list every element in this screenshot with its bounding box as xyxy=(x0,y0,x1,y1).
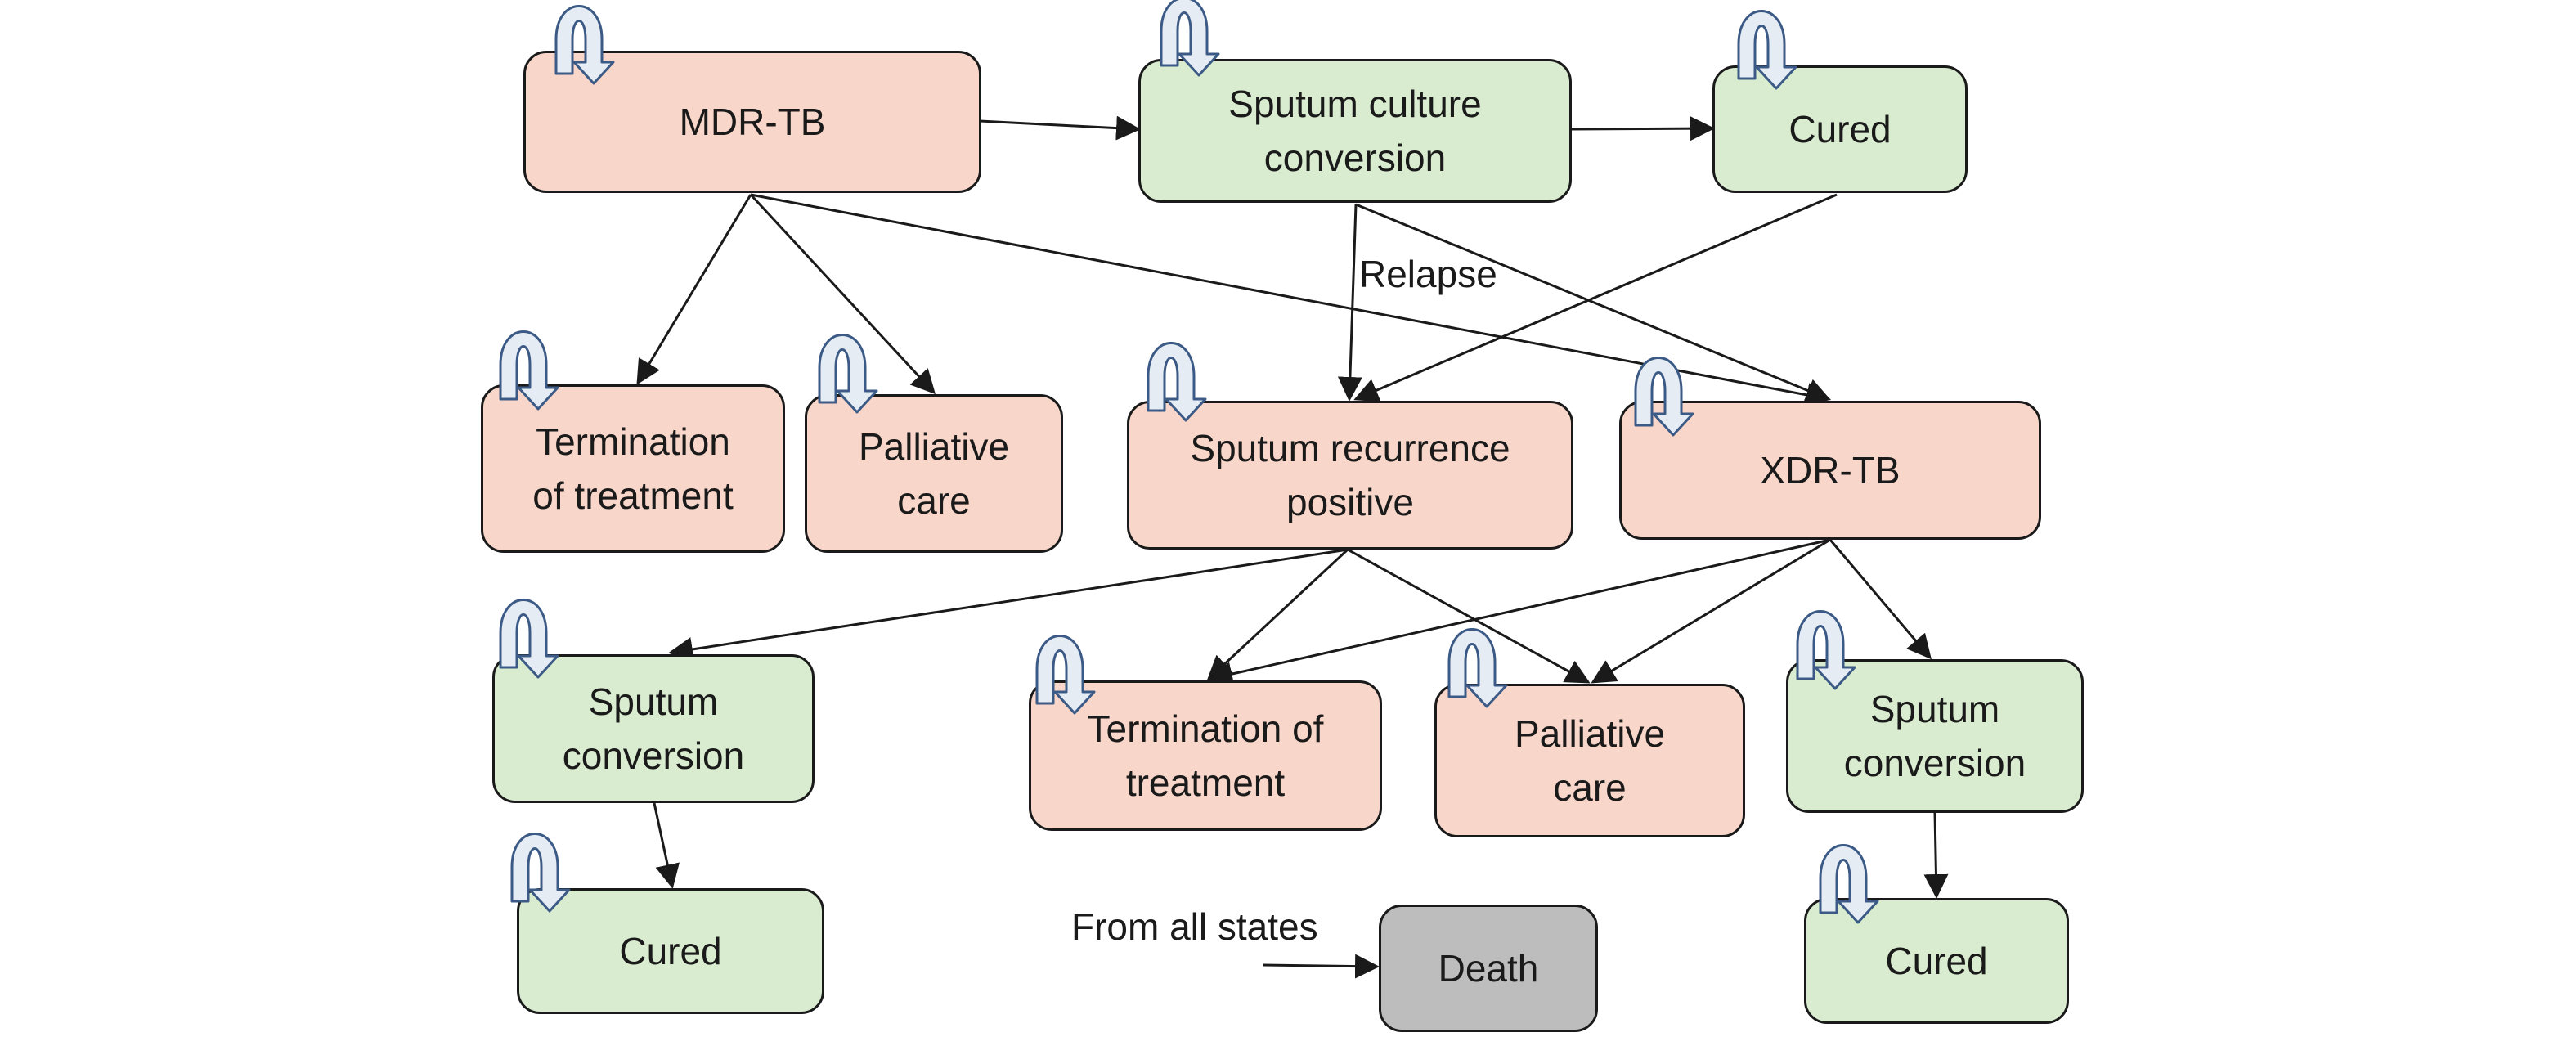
arrow-xdr-to-sputum-conversion-right xyxy=(1829,539,1932,660)
node-palliative-left-label: Palliative care xyxy=(858,425,1010,522)
self-loop-icon-cured-right xyxy=(1819,844,1879,924)
self-loop-icon-termination-left xyxy=(499,330,559,411)
node-cured-right: Cured xyxy=(1804,898,2069,1024)
node-death-label: Death xyxy=(1438,947,1539,990)
arrow-recurrence-to-termination xyxy=(1206,548,1349,681)
node-cured-left: Cured xyxy=(517,888,824,1014)
self-loop-icon-cured-top xyxy=(1737,10,1797,90)
node-mdr-tb: MDR-TB xyxy=(523,51,981,193)
arrow-xdr-to-termination xyxy=(1208,538,1831,686)
node-sputum-conversion-left: Sputum conversion xyxy=(492,654,815,803)
node-palliative-mid-label: Palliative care xyxy=(1514,712,1666,809)
self-loop-icon-termination-mid xyxy=(1035,635,1096,715)
arrow-culture-conversion-to-cured xyxy=(1569,116,1715,141)
node-cured-top: Cured xyxy=(1712,65,1968,193)
self-loop-icon-culture-conversion xyxy=(1160,0,1220,77)
arrow-mdr-to-palliative xyxy=(749,193,936,395)
node-sputum-recurrence-positive: Sputum recurrence positive xyxy=(1127,401,1573,550)
node-termination-left: Termination of treatment xyxy=(481,384,785,553)
node-termination-mid-label: Termination of treatment xyxy=(1087,707,1324,804)
node-cured-right-label: Cured xyxy=(1885,940,1988,982)
self-loop-icon-palliative-mid xyxy=(1447,628,1508,708)
arrow-xdr-to-palliative xyxy=(1591,538,1831,684)
node-cured-top-label: Cured xyxy=(1788,108,1892,150)
arrow-sputum-conversion-to-cured-right xyxy=(1923,812,1949,899)
node-xdr-tb-label: XDR-TB xyxy=(1760,449,1901,492)
self-loop-icon-cured-left xyxy=(510,833,571,913)
arrow-mdr-to-culture-conversion xyxy=(979,115,1141,141)
node-termination-mid: Termination of treatment xyxy=(1029,680,1382,831)
node-sputum-conversion-right-label: Sputum conversion xyxy=(1843,688,2026,784)
arrow-culture-conversion-to-xdr xyxy=(1355,203,1831,402)
node-palliative-left: Palliative care xyxy=(805,394,1063,553)
self-loop-icon-mdr-tb xyxy=(554,5,615,85)
self-loop-icon-recurrence xyxy=(1147,342,1207,422)
node-termination-left-label: Termination of treatment xyxy=(532,420,734,517)
arrow-culture-conversion-to-recurrence xyxy=(1337,204,1362,402)
arrow-recurrence-to-palliative xyxy=(1347,548,1591,684)
node-sputum-culture-conversion: Sputum culture conversion xyxy=(1138,59,1572,203)
node-palliative-mid: Palliative care xyxy=(1434,684,1745,837)
arrow-mdr-to-termination xyxy=(636,194,752,385)
arrow-all-states-to-death xyxy=(1262,954,1380,979)
arrow-sputum-conversion-to-cured-left xyxy=(653,802,680,889)
node-xdr-tb: XDR-TB xyxy=(1619,401,2041,540)
self-loop-icon-sputum-conversion-right xyxy=(1796,610,1856,690)
node-sputum-conversion-left-label: Sputum conversion xyxy=(562,680,745,777)
node-sputum-culture-conversion-label: Sputum culture conversion xyxy=(1228,83,1482,179)
node-cured-left-label: Cured xyxy=(619,930,722,972)
node-mdr-tb-label: MDR-TB xyxy=(679,101,826,143)
from-all-states-label: From all states xyxy=(1071,905,1318,948)
node-sputum-recurrence-positive-label: Sputum recurrence positive xyxy=(1190,427,1510,523)
self-loop-icon-sputum-conversion-left xyxy=(499,599,559,679)
relapse-label: Relapse xyxy=(1359,253,1497,295)
self-loop-icon-xdr-tb xyxy=(1634,357,1694,437)
self-loop-icon-palliative-left xyxy=(818,334,878,414)
node-death: Death xyxy=(1379,905,1598,1032)
arrow-cured-to-recurrence xyxy=(1353,193,1838,402)
arrow-recurrence-to-sputum-conversion-left xyxy=(668,548,1349,662)
